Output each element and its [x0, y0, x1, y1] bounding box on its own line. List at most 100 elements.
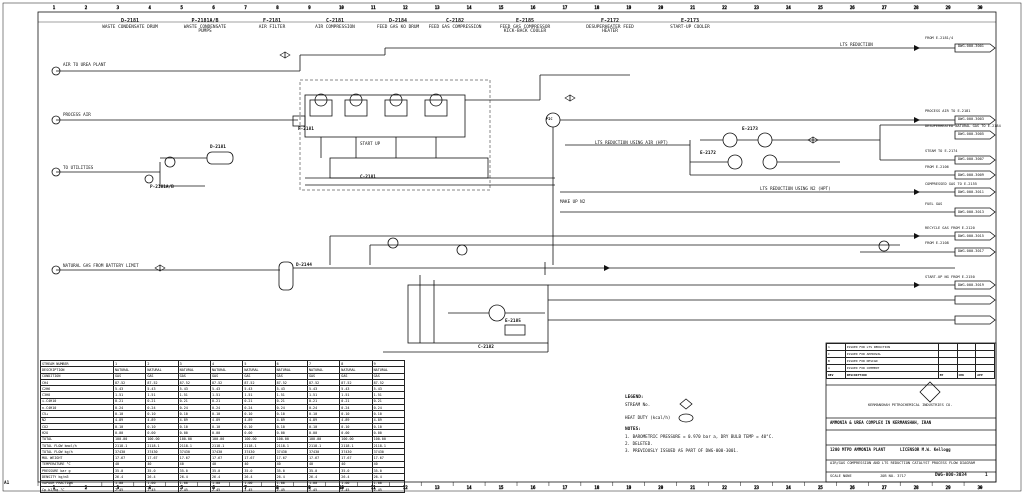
border-number: 17 — [562, 5, 567, 10]
equipment-tag: P-2181A/B — [191, 18, 219, 24]
note-makeup-n2: MAKE UP N2 — [560, 199, 586, 204]
equipment-tag: F-2181 — [262, 18, 282, 24]
tb-drawing-title: AIR/GAS COMPRESSION AND LTS REDUCTION CA… — [830, 461, 975, 465]
border-number: 14 — [467, 5, 472, 10]
stream-table-cell: 5.43 — [371, 385, 406, 393]
stream-table-cell: 0.10 — [371, 410, 406, 418]
border-number: 21 — [690, 5, 695, 10]
tb-plant: 1200 MTPD AMMONIA PLANT — [830, 447, 886, 452]
equipment-name: FEED GAS COMPRESSOR KICK-BACK COOLER — [499, 25, 551, 35]
border-number: 2 — [85, 5, 88, 10]
equipment-name: AIR COMPRESSION — [315, 25, 355, 30]
revision-cell — [937, 343, 958, 351]
revision-header-cell: BY — [937, 371, 958, 379]
right-stream-label: RECYCLE GAS FROM E-2120 — [925, 226, 975, 230]
equipment-name: WASTE CONDENSATE DRUM — [102, 25, 158, 30]
right-stream-ref: DWG-000-3005 — [958, 132, 984, 137]
stream-table-cell: 2.45 — [306, 485, 341, 494]
border-number: 28 — [914, 485, 919, 490]
legend-title: LEGEND: — [625, 395, 644, 400]
border-number: 13 — [435, 485, 440, 490]
border-number: 13 — [435, 5, 440, 10]
stream-table-cell: 100.00 — [371, 435, 406, 443]
stream-table-cell: 4.89 — [371, 416, 406, 424]
stream-table-cell: Cp kJ/kg °C — [40, 485, 114, 494]
border-number: 14 — [467, 485, 472, 490]
tag-e2172: E-2172 — [700, 151, 716, 156]
stream-table-cell: GAS — [371, 372, 406, 380]
revision-cell — [956, 350, 977, 358]
right-stream-label: FUEL GAS — [925, 202, 943, 206]
equipment-name: FEED GAS KO DRUM — [376, 25, 420, 30]
border-number: 12 — [403, 5, 408, 10]
revision-cell — [937, 350, 958, 358]
equipment-name: DESUPERHEATER FEED HEATER — [586, 25, 634, 35]
note-3: 3. PREVIOUSLY ISSUED AS PART OF DWG-000-… — [625, 448, 739, 453]
revision-cell: A — [826, 364, 846, 372]
border-number: 25 — [818, 485, 823, 490]
border-number: 23 — [754, 485, 759, 490]
revision-cell — [956, 343, 977, 351]
revision-header-cell: DESCRIPTION — [844, 371, 939, 379]
tag-d2181: D-2181 — [210, 145, 226, 150]
note-lts-n2: LTS REDUCTION USING N2 (HPT) — [760, 186, 831, 191]
left-stream-utilities: TO UTILITIES — [63, 165, 94, 170]
border-number: 20 — [658, 5, 663, 10]
tag-e2173: E-2173 — [742, 127, 758, 132]
tag-c2181: C-2181 — [360, 175, 376, 180]
revision-header-cell: CHK — [956, 371, 977, 379]
equipment-name: AIR FILTER — [258, 25, 286, 30]
equipment-name: WASTE CONDENSATE PUMPS — [183, 25, 227, 35]
border-number: 24 — [786, 485, 791, 490]
right-stream-label: FROM E-2181/4 — [925, 36, 954, 40]
border-number: 9 — [308, 5, 311, 10]
revision-header-cell: APP — [975, 371, 995, 379]
border-number: 26 — [850, 5, 855, 10]
right-stream-label: FROM E-2106 — [925, 165, 949, 169]
border-number: 30 — [978, 5, 983, 10]
right-stream-ref: DWG-000-3003 — [958, 117, 984, 122]
border-number: 20 — [658, 485, 663, 490]
tb-project: AMMONIA & UREA COMPLEX IN KERMANSHAH, IR… — [830, 420, 932, 425]
stream-table-header-cell: 9 — [371, 359, 406, 368]
right-stream-label: COMPRESSED GAS TO E-2155 — [925, 182, 977, 186]
stream-table-cell: 2.45 — [177, 485, 211, 494]
border-number: 3 — [117, 5, 120, 10]
revision-cell: ISSUED FOR LTS REDUCTION — [844, 343, 939, 351]
revision-cell: B — [826, 357, 846, 365]
notes-title: NOTES: — [625, 427, 641, 432]
tag-d2144: D-2144 — [296, 263, 312, 268]
heater-e2172 — [727, 154, 743, 170]
note-lts-reduction: LTS REDUCTION — [840, 42, 873, 47]
note-lts-air: LTS REDUCTION USING AIR (HPT) — [595, 140, 669, 145]
revision-cell: ISSUED FOR DESIGN — [844, 357, 939, 365]
stream-table-cell: 87.52 — [371, 378, 406, 387]
border-number: 30 — [978, 485, 983, 490]
tb-contractor: KERMANSHAH PETROCHEMICAL INDUSTRIES CO. — [868, 403, 953, 407]
tag-e2185: E-2185 — [505, 319, 521, 324]
revision-cell — [975, 350, 995, 358]
right-stream-ref: DWG-000-3019 — [958, 283, 984, 288]
revision-cell — [975, 357, 995, 365]
border-number: 27 — [882, 5, 887, 10]
legend-duty-symbol — [678, 413, 694, 423]
border-number: 22 — [722, 485, 727, 490]
border-number: 18 — [594, 485, 599, 490]
stream-table-cell: 2118.1 — [371, 441, 406, 450]
revision-cell — [975, 343, 995, 351]
equipment-tag: E-2173 — [680, 18, 700, 24]
stream-table-cell: 26.4 — [371, 473, 406, 481]
revision-cell: C — [826, 350, 846, 358]
left-stream-process-air: PROCESS AIR — [63, 112, 91, 117]
border-number: 21 — [690, 485, 695, 490]
border-number: 27 — [882, 485, 887, 490]
stream-table-cell: 35.0 — [371, 467, 406, 475]
border-number: 17 — [562, 485, 567, 490]
stream-table-cell: 2.45 — [339, 485, 373, 494]
stream-table-cell: 0.24 — [371, 404, 406, 412]
right-stream-label: START-UP NG FROM E-2150 — [925, 275, 975, 279]
stream-table-cell: 40 — [371, 460, 406, 469]
revision-cell: ISSUED FOR APPROVAL — [844, 350, 939, 358]
